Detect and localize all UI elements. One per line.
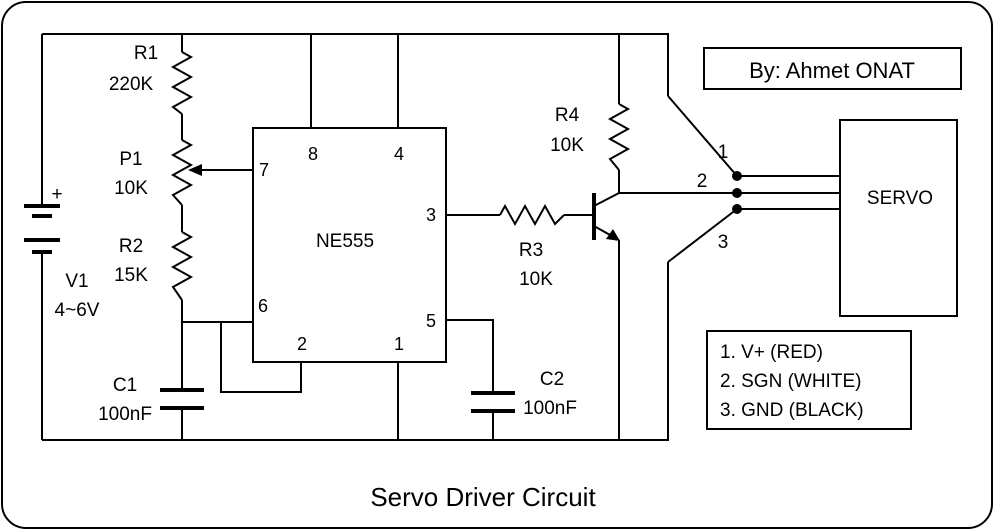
servo-box xyxy=(839,119,958,317)
pin-8-label: 8 xyxy=(308,144,318,164)
r2-resistor xyxy=(170,231,194,301)
pin-7-label: 7 xyxy=(259,160,269,180)
r1-resistor xyxy=(170,51,194,115)
servo-wire-2-label: 2 xyxy=(697,171,708,192)
pin-1-label: 1 xyxy=(394,334,404,354)
top-rail-wire xyxy=(42,33,669,96)
pin2-wire xyxy=(220,322,302,393)
legend-line-2: 2. SGN (WHITE) xyxy=(720,371,861,392)
diagram-title: Servo Driver Circuit xyxy=(370,482,596,512)
author-box xyxy=(703,47,962,90)
pin-5-label: 5 xyxy=(426,311,436,331)
legend-box xyxy=(706,330,912,430)
gnd-fanin-wire xyxy=(667,208,738,263)
v1-name: V1 xyxy=(65,271,88,292)
servo-wire-3-label: 3 xyxy=(718,232,729,253)
r3-name: R3 xyxy=(519,240,543,261)
junction-dot-1 xyxy=(732,171,742,181)
vplus-fanin-wire xyxy=(667,95,738,177)
ne555-ic-body xyxy=(252,127,447,363)
c1-value: 100nF xyxy=(98,404,152,425)
c2-name: C2 xyxy=(540,369,564,390)
bottom-rail-wire xyxy=(42,262,669,441)
r3-resistor xyxy=(499,203,565,227)
v1-value: 4~6V xyxy=(55,300,100,321)
p1-value: 10K xyxy=(114,178,148,199)
battery-v1 xyxy=(24,204,60,254)
legend-line-1: 1. V+ (RED) xyxy=(720,342,823,363)
pin-4-label: 4 xyxy=(394,144,404,164)
c1-name: C1 xyxy=(113,375,137,396)
servo-label: SERVO xyxy=(867,188,933,209)
wires xyxy=(41,33,840,441)
npn-transistor xyxy=(592,192,620,241)
r4-resistor xyxy=(607,103,631,171)
servo-wire-1-label: 1 xyxy=(718,142,729,163)
r4-value: 10K xyxy=(550,135,584,156)
r1-value: 220K xyxy=(109,74,154,95)
junction-dot-3 xyxy=(732,204,742,214)
ne555-label: NE555 xyxy=(316,231,374,252)
legend-line-3: 3. GND (BLACK) xyxy=(720,400,864,421)
r3-value: 10K xyxy=(519,269,553,290)
wiper-arrowhead xyxy=(188,164,202,176)
pin5-wire xyxy=(446,319,494,440)
pin-3-label: 3 xyxy=(426,205,436,225)
junction-dot-2 xyxy=(732,188,742,198)
p1-name: P1 xyxy=(119,149,142,170)
pin-2-label: 2 xyxy=(297,334,307,354)
c2-value: 100nF xyxy=(523,398,577,419)
r2-name: R2 xyxy=(119,236,143,257)
r2-value: 15K xyxy=(114,265,148,286)
pin-6-label: 6 xyxy=(258,296,268,316)
r4-name: R4 xyxy=(555,105,580,126)
author-text: By: Ahmet ONAT xyxy=(749,58,915,83)
v1-polarity: + xyxy=(51,184,62,205)
p1-potentiometer xyxy=(170,139,194,206)
r1-name: R1 xyxy=(134,43,158,64)
